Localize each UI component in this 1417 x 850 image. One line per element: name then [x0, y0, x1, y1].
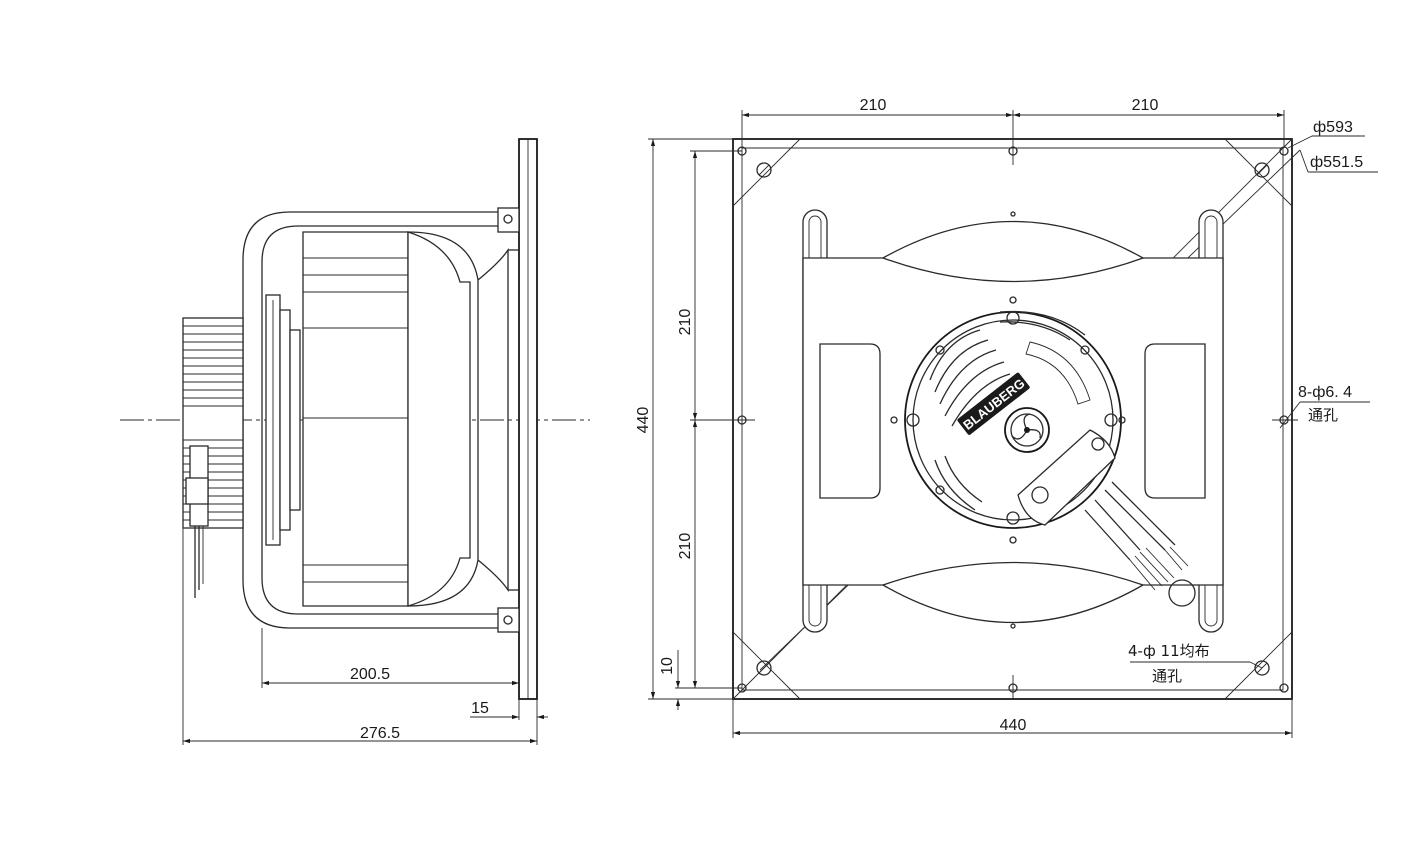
- callout-inner-diameter: ф551.5: [1310, 154, 1363, 171]
- front-dimensions: 210 210 440 210 210 10 440: [635, 97, 1293, 738]
- dim-width-total: 440: [1000, 717, 1027, 734]
- side-motor: [182, 294, 301, 598]
- callout-large-holes-1: 4-ф 11均布: [1128, 642, 1210, 660]
- dim-top-left: 210: [860, 97, 887, 114]
- side-bracket-mount-bottom: [497, 607, 520, 633]
- dim-edge-offset: 10: [659, 657, 676, 675]
- side-bracket-mount-top: [497, 207, 520, 233]
- front-view: BLAUBERG: [635, 97, 1378, 738]
- side-bracket-inner: [261, 225, 505, 615]
- dim-total-depth: 276.5: [360, 725, 400, 742]
- callout-small-holes-1: 8-ф6. 4: [1298, 384, 1352, 401]
- dim-height-total: 440: [635, 407, 652, 434]
- side-view: 200.5 15 276.5: [120, 138, 590, 745]
- front-callouts: ф593 ф551.5 8-ф6. 4 通孔 4-ф 11均布 通孔: [1128, 119, 1378, 685]
- dim-top-right: 210: [1132, 97, 1159, 114]
- side-impeller-hub: [302, 231, 409, 607]
- dim-left-lower: 210: [677, 533, 694, 560]
- callout-large-holes-2: 通孔: [1152, 667, 1182, 685]
- side-inlet-cone: [407, 231, 471, 607]
- dim-left-upper: 210: [677, 309, 694, 336]
- front-motor: BLAUBERG: [890, 296, 1196, 607]
- callout-outer-diameter: ф593: [1313, 119, 1353, 136]
- dim-depth-impeller: 200.5: [350, 666, 390, 683]
- dim-flange-thickness: 15: [471, 700, 489, 717]
- side-dimensions: 200.5 15 276.5: [182, 528, 548, 745]
- callout-small-holes-2: 通孔: [1308, 406, 1338, 424]
